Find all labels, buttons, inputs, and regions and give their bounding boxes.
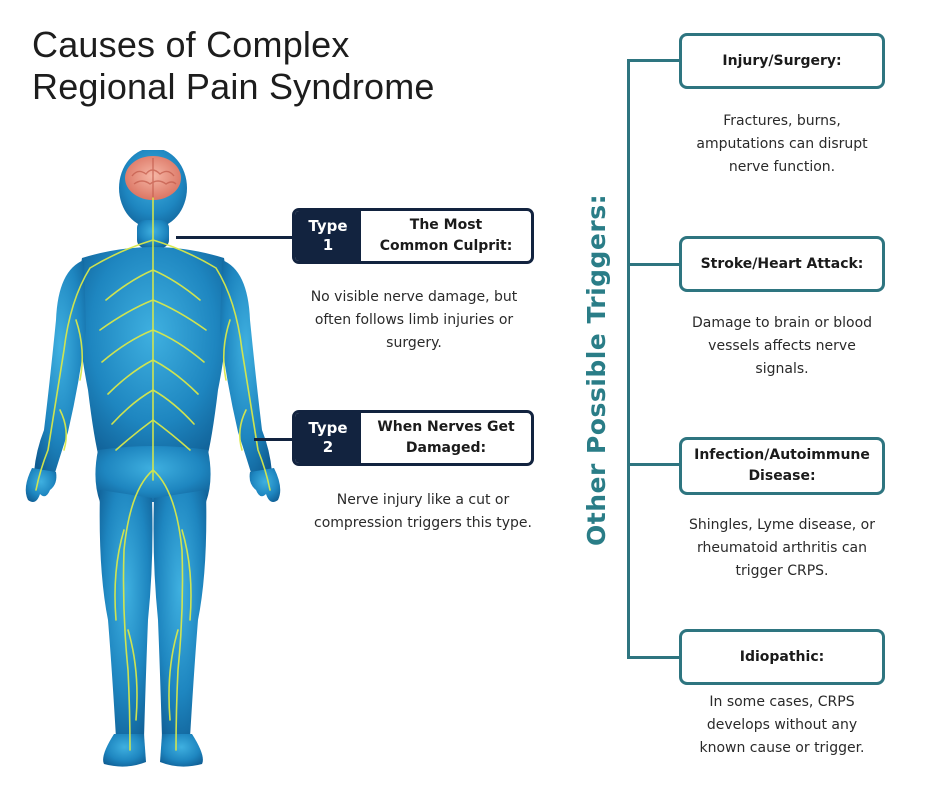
type-2-description: Nerve injury like a cut or compression t…: [292, 489, 554, 535]
type-2-desc-line-2: compression triggers this type.: [314, 515, 532, 531]
trigger-1-desc-line-1: Fractures, burns,: [723, 113, 841, 129]
type-1-desc-line-1: No visible nerve damage, but: [310, 289, 518, 305]
trigger-2-desc-line-1: Damage to brain or blood: [691, 315, 873, 331]
trigger-3-desc-line-1: Shingles, Lyme disease, or: [689, 517, 875, 533]
trigger-1-desc-line-2: amputations can disrupt: [696, 136, 868, 152]
trigger-3-description: Shingles, Lyme disease, or rheumatoid ar…: [664, 514, 900, 583]
type-2-box: Type 2 When Nerves Get Damaged:: [292, 410, 534, 466]
other-triggers-label: Other Possible Triggers:: [582, 193, 611, 546]
type-1-connector: [176, 236, 294, 239]
trigger-1-desc-line-3: nerve function.: [728, 159, 836, 175]
triggers-trunk-line: [627, 59, 630, 658]
body-silhouette: [25, 150, 281, 767]
type-1-desc-line-2: often follows limb injuries or: [314, 312, 514, 328]
trigger-3-branch: [627, 463, 679, 466]
type-2-tab: Type 2: [295, 413, 361, 463]
trigger-4-description: In some cases, CRPS develops without any…: [664, 691, 900, 760]
type-1-box: Type 1 The Most Common Culprit:: [292, 208, 534, 264]
trigger-3-heading-line-1: Infection/Autoimmune: [694, 447, 870, 463]
type-1-heading: The Most Common Culprit:: [361, 211, 531, 261]
trigger-2-heading: Stroke/Heart Attack:: [700, 255, 864, 272]
trigger-4-branch: [627, 656, 679, 659]
type-1-heading-line-1: The Most: [409, 217, 483, 233]
type-2-heading: When Nerves Get Damaged:: [361, 413, 531, 463]
type-1-heading-line-2: Common Culprit:: [379, 238, 513, 254]
trigger-2-branch: [627, 263, 679, 266]
trigger-2-box: Stroke/Heart Attack:: [679, 236, 885, 292]
trigger-1-heading: Injury/Surgery:: [722, 52, 842, 69]
trigger-3-desc-line-2: rheumatoid arthritis can: [697, 540, 867, 556]
type-2-heading-line-2: Damaged:: [405, 440, 487, 456]
nervous-system-figure: [25, 150, 281, 767]
trigger-4-heading: Idiopathic:: [739, 648, 825, 665]
trigger-1-box: Injury/Surgery:: [679, 33, 885, 89]
trigger-2-desc-line-2: vessels affects nerve: [708, 338, 856, 354]
trigger-3-desc-line-3: trigger CRPS.: [735, 563, 829, 579]
brain-folds: [131, 158, 177, 198]
type-1-description: No visible nerve damage, but often follo…: [286, 286, 542, 355]
page-title: Causes of Complex Regional Pain Syndrome: [32, 24, 552, 108]
type-2-desc-line-1: Nerve injury like a cut or: [336, 492, 510, 508]
type-2-connector: [254, 438, 294, 441]
type-1-tab-number: 1: [322, 236, 334, 254]
trigger-4-box: Idiopathic:: [679, 629, 885, 685]
trigger-4-desc-line-1: In some cases, CRPS: [709, 694, 855, 710]
trigger-2-desc-line-3: signals.: [755, 361, 809, 377]
trigger-3-heading-line-2: Disease:: [748, 468, 816, 484]
trigger-1-branch: [627, 59, 679, 62]
type-2-heading-line-1: When Nerves Get: [377, 419, 515, 435]
type-1-desc-line-3: surgery.: [386, 335, 442, 351]
trigger-4-desc-line-3: known cause or trigger.: [699, 740, 865, 756]
trigger-2-description: Damage to brain or blood vessels affects…: [664, 312, 900, 381]
type-1-tab: Type 1: [295, 211, 361, 261]
title-line-2: Regional Pain Syndrome: [32, 66, 435, 107]
title-line-1: Causes of Complex: [32, 24, 350, 65]
nerve-network: [35, 197, 271, 751]
trigger-3-box: Infection/Autoimmune Disease:: [679, 437, 885, 495]
type-2-tab-number: 2: [322, 438, 334, 456]
type-2-tab-label: Type: [308, 419, 348, 437]
trigger-1-description: Fractures, burns, amputations can disrup…: [664, 110, 900, 179]
type-1-tab-label: Type: [308, 217, 348, 235]
trigger-4-desc-line-2: develops without any: [706, 717, 858, 733]
